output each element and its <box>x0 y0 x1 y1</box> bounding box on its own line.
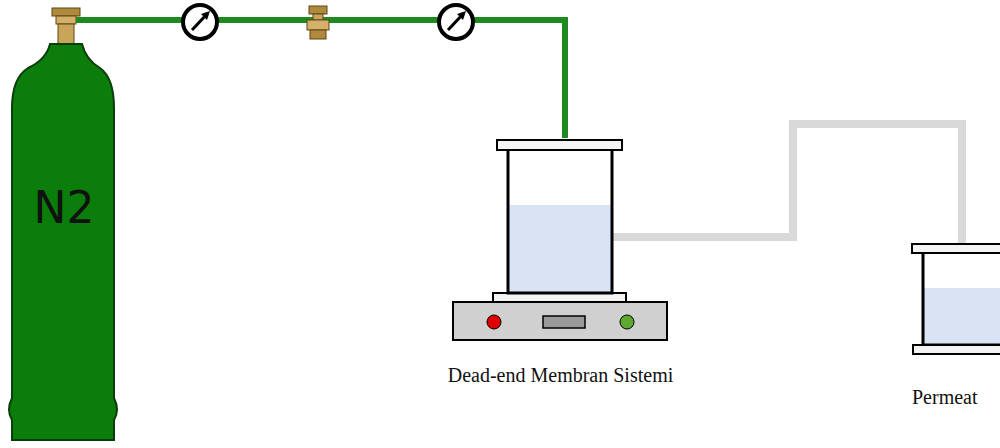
permeate-beaker-outline <box>905 244 1000 356</box>
membrane-cell: Dead-end Membran Sistemi <box>440 138 681 391</box>
permeate-beaker: Permeat <box>905 244 1000 413</box>
pressure-gauge <box>439 5 473 39</box>
pipe-connector <box>681 124 962 244</box>
apparatus-caption: Permeat <box>912 386 1000 409</box>
gas-label: N2 <box>8 182 120 233</box>
gas-cylinder: N2 <box>8 4 120 444</box>
valve <box>307 6 329 39</box>
apparatus-caption: Dead-end Membran Sistemi <box>440 364 681 387</box>
pressure-gauge <box>183 5 217 39</box>
membrane-cell-outline <box>440 138 681 342</box>
pipe-connector <box>120 20 565 138</box>
